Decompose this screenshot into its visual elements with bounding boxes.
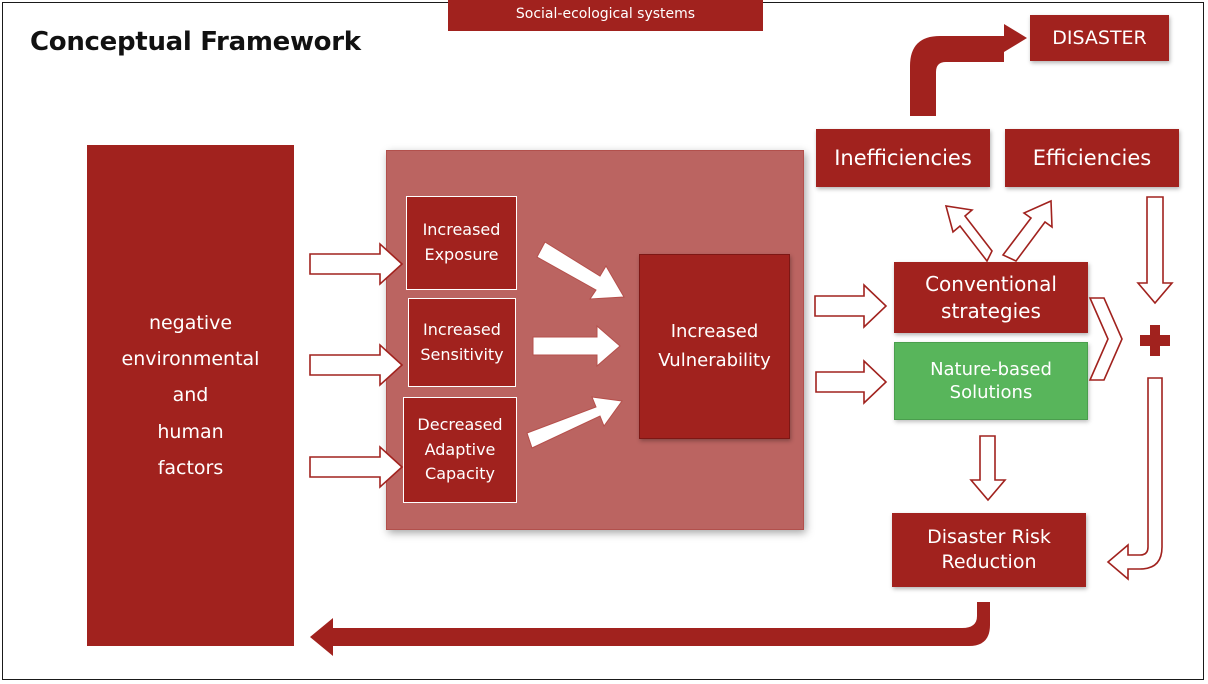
arrow-nature-to-drr: [969, 435, 1007, 502]
nature-line-1: Nature-based: [930, 358, 1052, 380]
factors-box: negative environmental and human factors: [87, 145, 294, 646]
sensitivity-line-2: Sensitivity: [420, 344, 504, 364]
factors-line-2: environmental: [121, 348, 260, 371]
factors-line-4: human: [157, 420, 224, 443]
arrow-plus-to-drr: [1106, 377, 1163, 581]
banner-label: Social-ecological systems: [515, 6, 696, 22]
adaptive-line-1: Decreased: [417, 414, 503, 434]
adaptive-line-3: Capacity: [425, 464, 495, 484]
slide-title: Conceptual Framework: [30, 27, 361, 57]
efficiencies-box: Efficiencies: [1005, 129, 1179, 187]
factors-line-5: factors: [157, 456, 224, 479]
inefficiencies-label: Inefficiencies: [834, 146, 972, 170]
vulnerability-line-1: Increased: [670, 320, 759, 342]
inefficiencies-box: Inefficiencies: [816, 129, 990, 187]
factors-line-1: negative: [148, 312, 233, 335]
adaptive-line-2: Adaptive: [424, 439, 496, 459]
arrow-vulnerability-to-nature: [815, 359, 888, 405]
sensitivity-box: Increased Sensitivity: [408, 298, 516, 387]
arrow-sensitivity-to-vulnerability: [532, 324, 621, 368]
conventional-line-1: Conventional: [925, 271, 1057, 296]
arrow-factors-to-exposure: [309, 242, 404, 286]
nature-based-solutions-box: Nature-based Solutions: [894, 342, 1088, 420]
exposure-box: Increased Exposure: [406, 196, 517, 290]
arrow-factors-to-sensitivity: [309, 343, 404, 387]
exposure-line-2: Exposure: [424, 245, 499, 264]
vulnerability-line-2: Vulnerability: [658, 349, 771, 371]
vulnerability-box: Increased Vulnerability: [639, 254, 790, 439]
factors-line-3: and: [172, 384, 209, 407]
efficiencies-label: Efficiencies: [1032, 146, 1152, 170]
disaster-box: DISASTER: [1030, 15, 1169, 61]
social-ecological-banner: Social-ecological systems: [448, 0, 763, 31]
arrow-exposure-to-vulnerability: [536, 241, 625, 300]
disaster-label: DISASTER: [1052, 27, 1147, 49]
conventional-strategies-box: Conventional strategies: [894, 262, 1088, 333]
drr-line-2: Reduction: [941, 551, 1037, 573]
conventional-line-2: strategies: [941, 298, 1041, 323]
exposure-line-1: Increased: [422, 220, 501, 240]
disaster-risk-reduction-box: Disaster Risk Reduction: [892, 513, 1086, 587]
arrow-vulnerability-to-conventional: [814, 283, 888, 329]
drr-line-1: Disaster Risk: [927, 526, 1051, 549]
arrow-efficiencies-down: [1136, 196, 1174, 305]
arrow-to-inefficiencies: [944, 205, 993, 263]
arrow-to-efficiencies: [1001, 199, 1053, 262]
arrow-inefficiencies-to-disaster: [910, 24, 1027, 116]
adaptive-capacity-box: Decreased Adaptive Capacity: [403, 397, 517, 503]
arrow-drr-to-factors: [310, 602, 990, 656]
plus-icon: [1140, 325, 1170, 356]
sensitivity-line-1: Increased: [423, 319, 501, 339]
nature-line-2: Solutions: [949, 382, 1033, 403]
combine-chevron: [1088, 297, 1123, 381]
arrow-adaptive-to-vulnerability: [526, 396, 623, 449]
arrow-factors-to-adaptive: [309, 445, 404, 489]
